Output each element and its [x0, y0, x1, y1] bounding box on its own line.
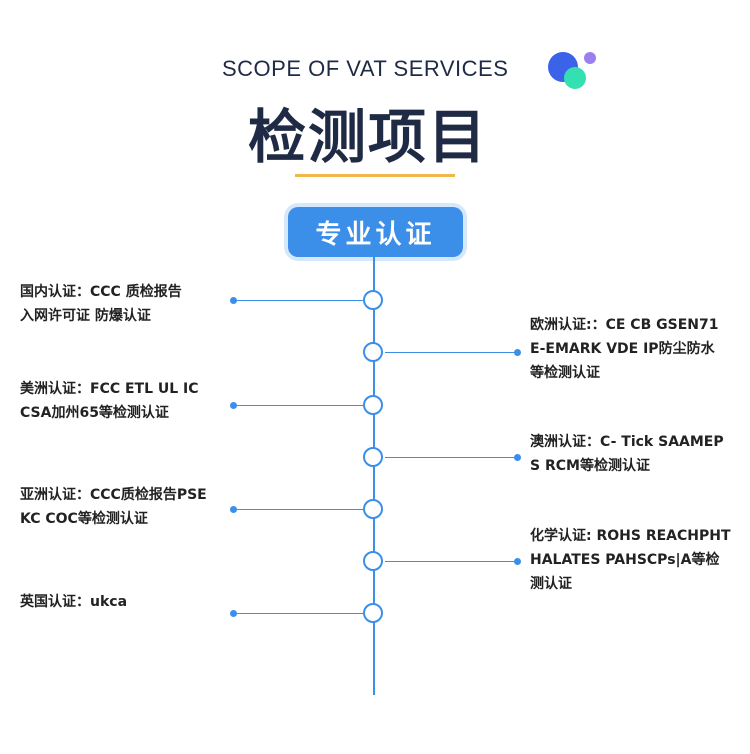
timeline-branch	[385, 560, 517, 562]
timeline-spine	[373, 257, 375, 695]
category-badge-label: 专业认证	[315, 219, 436, 250]
header-subtitle-en: SCOPE OF VAT SERVICES	[222, 56, 509, 81]
timeline-dot	[230, 506, 237, 513]
timeline-node	[363, 342, 383, 362]
timeline-branch	[233, 508, 363, 510]
timeline-item-uk: 英国认证：ukca	[20, 594, 128, 610]
timeline-branch	[233, 404, 363, 406]
timeline-node	[363, 499, 383, 519]
timeline-dot	[514, 349, 521, 356]
timeline-node	[363, 603, 383, 623]
timeline-branch	[233, 299, 363, 301]
timeline-item-australia: 澳洲认证：C- Tick SAAMEP S RCM等检测认证	[530, 434, 724, 474]
category-badge: 专业认证	[288, 207, 463, 257]
decor-circle-green-icon	[564, 67, 586, 89]
timeline-dot	[230, 402, 237, 409]
timeline-dot	[230, 297, 237, 304]
timeline-dot	[230, 610, 237, 617]
timeline-branch	[233, 612, 363, 614]
timeline-item-americas: 美洲认证：FCC ETL UL IC CSA加州65等检测认证	[20, 381, 199, 421]
timeline-item-domestic: 国内认证：CCC 质检报告 入网许可证 防爆认证	[20, 284, 182, 324]
timeline-dot	[514, 558, 521, 565]
timeline-item-chemical: 化学认证: ROHS REACHPHT HALATES PAHSCPs|A等检 …	[530, 528, 731, 592]
timeline-item-asia: 亚洲认证：CCC质检报告PSE KC COC等检测认证	[20, 487, 207, 527]
page-title: 检测项目	[248, 103, 489, 171]
timeline-dot	[514, 454, 521, 461]
timeline-branch	[385, 351, 517, 353]
timeline-branch	[385, 456, 517, 458]
title-underline	[295, 174, 455, 177]
timeline-node	[363, 551, 383, 571]
decor-circle-purple-icon	[584, 52, 596, 64]
timeline-item-europe: 欧洲认证:：CE CB GSEN71 E-EMARK VDE IP防尘防水 等检…	[530, 317, 719, 381]
timeline-node	[363, 395, 383, 415]
timeline-node	[363, 290, 383, 310]
timeline-node	[363, 447, 383, 467]
